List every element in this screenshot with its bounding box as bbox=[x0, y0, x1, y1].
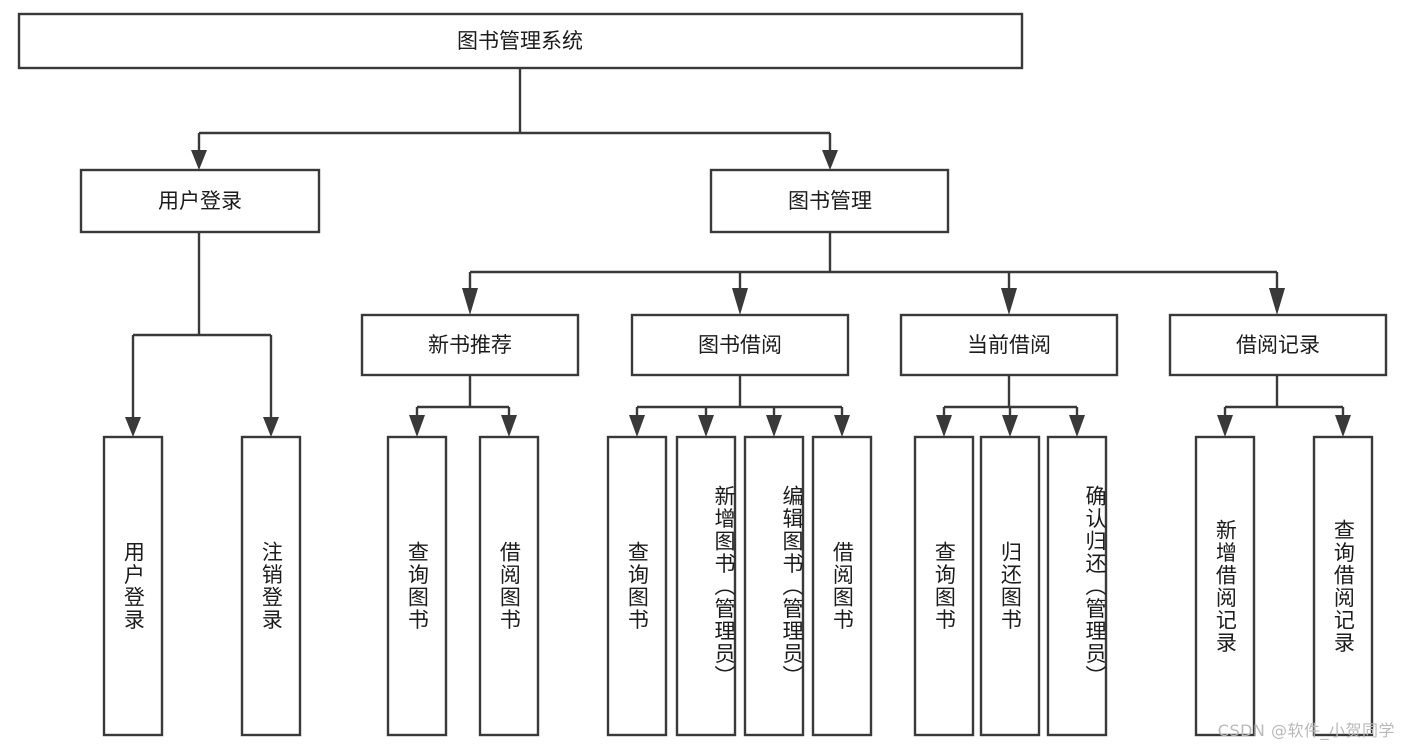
node-leaf-confirm-return[interactable] bbox=[1046, 435, 1108, 737]
node-book-management[interactable] bbox=[709, 168, 950, 234]
node-new-book-recommend[interactable] bbox=[360, 313, 580, 377]
node-current-borrow-label: 当前借阅 bbox=[967, 333, 1051, 357]
arrow-head-leaf-return-book bbox=[1002, 415, 1018, 437]
node-leaf-borrow-book-1[interactable] bbox=[478, 435, 540, 737]
node-current-borrow[interactable] bbox=[899, 313, 1119, 377]
node-leaf-borrow-book-2[interactable] bbox=[811, 435, 873, 737]
node-new-book-recommend-label: 新书推荐 bbox=[428, 333, 512, 357]
arrow-head-leaf-query-book-3 bbox=[936, 415, 952, 437]
node-book-borrow-label: 图书借阅 bbox=[698, 333, 782, 357]
node-leaf-user-login[interactable] bbox=[102, 435, 164, 737]
arrow-head-book-management bbox=[822, 150, 838, 170]
arrow-head-borrow-record bbox=[1269, 288, 1285, 315]
connector-layer bbox=[125, 68, 1351, 437]
node-leaf-query-record[interactable] bbox=[1312, 435, 1374, 737]
node-root[interactable] bbox=[17, 12, 1024, 70]
node-leaf-edit-book[interactable] bbox=[743, 435, 805, 737]
node-leaf-return-book[interactable] bbox=[979, 435, 1041, 737]
arrow-head-user-login bbox=[191, 150, 207, 170]
node-borrow-record-label: 借阅记录 bbox=[1236, 333, 1320, 357]
arrow-head-leaf-query-book-1 bbox=[409, 415, 425, 437]
arrow-head-leaf-query-record bbox=[1335, 415, 1351, 437]
node-leaf-query-book-3[interactable] bbox=[913, 435, 975, 737]
arrow-head-leaf-user-login bbox=[125, 417, 141, 437]
arrow-head-leaf-add-book bbox=[698, 415, 714, 437]
arrow-head-current-borrow bbox=[1001, 288, 1017, 315]
node-leaf-logout-login[interactable] bbox=[240, 435, 302, 737]
node-book-management-label: 图书管理 bbox=[788, 189, 872, 213]
arrow-head-leaf-logout-login bbox=[263, 417, 279, 437]
node-leaf-query-book-2[interactable] bbox=[606, 435, 668, 737]
arrow-head-new-book-recommend bbox=[462, 288, 478, 315]
arrow-head-leaf-borrow-book-1 bbox=[501, 415, 517, 437]
watermark-label: CSDN @软件_小贺同学 bbox=[1217, 721, 1395, 740]
node-leaf-add-book[interactable] bbox=[675, 435, 737, 737]
node-layer: 图书管理系统 用户登录 图书管理 新书推荐 图书借阅 当前借阅 借阅记录 bbox=[17, 12, 1388, 737]
arrow-head-leaf-add-record bbox=[1217, 415, 1233, 437]
arrow-head-leaf-edit-book bbox=[766, 415, 782, 437]
arrow-head-leaf-confirm-return bbox=[1069, 415, 1085, 437]
node-leaf-query-book-1[interactable] bbox=[386, 435, 448, 737]
arrow-head-leaf-query-book-2 bbox=[629, 415, 645, 437]
node-user-login-label: 用户登录 bbox=[158, 189, 242, 213]
node-borrow-record[interactable] bbox=[1168, 313, 1388, 377]
node-root-label: 图书管理系统 bbox=[457, 29, 583, 53]
arrow-head-book-borrow bbox=[732, 288, 748, 315]
node-user-login[interactable] bbox=[79, 168, 321, 234]
arrow-head-leaf-borrow-book-2 bbox=[834, 415, 850, 437]
node-leaf-add-record[interactable] bbox=[1194, 435, 1256, 737]
node-book-borrow[interactable] bbox=[630, 313, 850, 377]
